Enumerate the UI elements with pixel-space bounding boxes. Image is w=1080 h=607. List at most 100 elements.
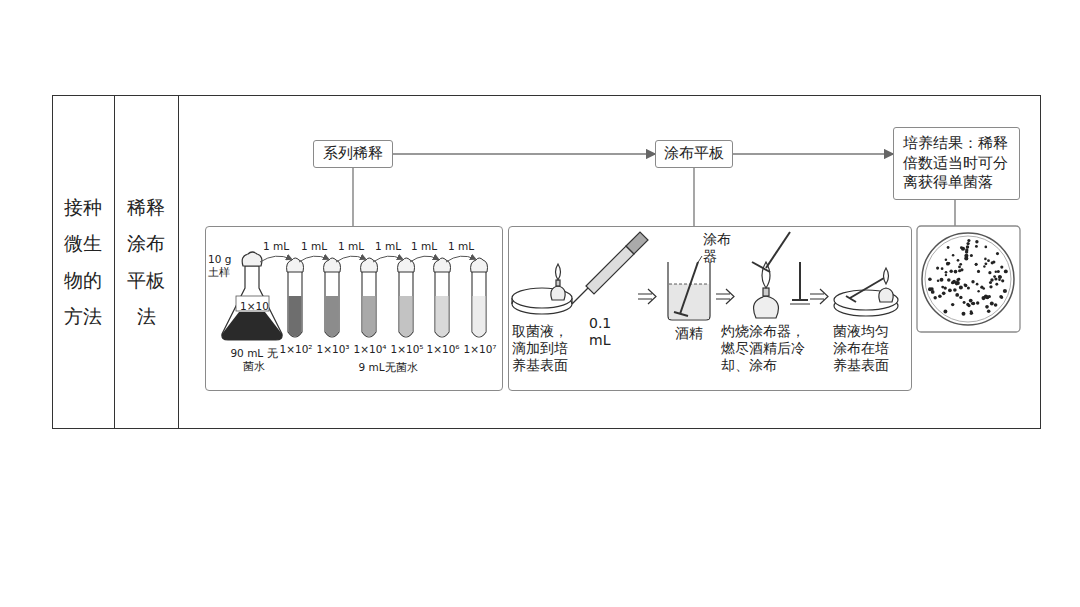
- colony-dot: [928, 277, 932, 281]
- colony-dot: [951, 281, 954, 284]
- colony-dot: [937, 280, 940, 283]
- colony-dot: [999, 276, 1002, 279]
- colony-dot: [972, 302, 976, 306]
- colony-dot: [987, 310, 991, 314]
- cell-text: 接种微生物的方法: [64, 189, 102, 333]
- flow-connector: [352, 168, 353, 226]
- colony-dot: [1001, 279, 1004, 282]
- panel-label: 灼烧涂布器，燃尽酒精后冷却、涂布: [721, 323, 813, 374]
- panel-label: 10 g 土样: [208, 253, 238, 279]
- colony-dot: [943, 310, 947, 314]
- colony-dot: [989, 285, 992, 288]
- colony-dot: [964, 254, 968, 258]
- colony-dot: [945, 274, 947, 276]
- colony-dot: [951, 303, 954, 306]
- colony-dot: [961, 247, 965, 251]
- colony-dot: [970, 312, 973, 315]
- flow-connector: [393, 153, 655, 154]
- colony-dot: [982, 287, 985, 290]
- table-cell: 接种微生物的方法: [52, 95, 114, 428]
- colony-dot: [970, 254, 973, 257]
- colony-dot: [959, 286, 963, 290]
- transfer-arrow: [299, 256, 328, 262]
- panel-label: 1×10⁷: [462, 343, 498, 356]
- panel-label: 1×10⁴: [352, 343, 388, 356]
- colony-dot: [956, 281, 960, 285]
- spread-panel: 取菌液，滴加到培养基表面0.1 mL涂布器酒精灼烧涂布器，燃尽酒精后冷却、涂布菌…: [508, 226, 912, 391]
- colony-dot: [948, 288, 952, 292]
- colony-dot: [945, 258, 948, 261]
- colony-dot: [995, 271, 997, 273]
- colony-dot: [994, 277, 997, 280]
- tube-liquid: [363, 296, 376, 337]
- panel-label: 90 mL 无菌水: [230, 347, 278, 373]
- colony-dot: [962, 312, 966, 316]
- soil-flask: [222, 252, 282, 340]
- colony-dot: [1004, 269, 1008, 273]
- colony-dot: [998, 278, 1001, 281]
- transfer-arrow: [260, 256, 291, 262]
- colony-dot: [997, 270, 1000, 273]
- cotton-plug: [324, 258, 341, 272]
- dilution-panel: 10 g 土样1×1090 mL 无菌水1 mL1 mL1 mL1 mL1 mL…: [205, 226, 503, 391]
- colony-dot: [936, 267, 939, 270]
- panel-label: 1 mL: [409, 240, 439, 253]
- colony-dot: [996, 252, 999, 255]
- colony-dot: [938, 295, 942, 299]
- colony-dot: [990, 278, 993, 281]
- colony-dot: [966, 242, 969, 245]
- colony-dot: [965, 248, 968, 251]
- colony-dot: [942, 291, 946, 295]
- box-text: 培养结果：稀释倍数适当时可分离获得单菌落: [903, 134, 1011, 193]
- panel-label: 1×10³: [315, 343, 351, 356]
- step-box: 涂布平板: [655, 140, 733, 168]
- test-tube: [399, 270, 413, 337]
- colony-dot: [941, 267, 944, 270]
- cell-text: 稀释涂布平板法: [127, 189, 165, 333]
- colony-dot: [948, 262, 951, 265]
- colony-dot: [985, 305, 989, 309]
- colony-dot: [966, 303, 969, 306]
- cotton-plug: [361, 258, 378, 272]
- panel-label: 1 mL: [336, 240, 366, 253]
- colony-dot: [933, 296, 936, 299]
- transfer-arrow: [410, 256, 438, 262]
- colony-dot: [949, 269, 952, 272]
- colony-dot: [983, 265, 985, 267]
- test-tube: [435, 270, 449, 337]
- colony-dot: [975, 245, 978, 248]
- colony-dot: [953, 288, 957, 292]
- flow-connector: [693, 168, 694, 226]
- cotton-plug: [287, 258, 304, 272]
- colony-dot: [984, 262, 987, 265]
- transfer-arrow: [336, 256, 365, 262]
- step-box: 系列稀释: [313, 140, 393, 168]
- test-tube: [288, 270, 302, 337]
- panel-label: 0.1 mL: [589, 315, 637, 349]
- tube-liquid: [289, 296, 302, 337]
- colony-dot: [956, 278, 959, 281]
- tube-liquid: [400, 296, 413, 337]
- colony-dot: [987, 259, 990, 262]
- colony-dot: [945, 271, 948, 274]
- transfer-arrow: [446, 256, 475, 262]
- colony-dot: [1003, 289, 1007, 293]
- colony-dot: [995, 283, 998, 286]
- colony-dot: [1000, 266, 1003, 269]
- test-tube: [325, 270, 339, 337]
- box-text: 系列稀释: [323, 144, 383, 164]
- colony-dot: [954, 270, 958, 274]
- colony-dot: [969, 299, 973, 303]
- colony-dot: [992, 260, 995, 263]
- colony-dot: [957, 259, 960, 262]
- box-text: 涂布平板: [664, 144, 724, 164]
- test-tube: [362, 270, 376, 337]
- colony-dot: [988, 295, 991, 298]
- colony-dot: [964, 284, 967, 287]
- colony-dot: [984, 258, 987, 261]
- colony-dot: [958, 266, 961, 269]
- panel-label: 1×10⁶: [425, 343, 461, 356]
- panel-label: 1 mL: [261, 240, 291, 253]
